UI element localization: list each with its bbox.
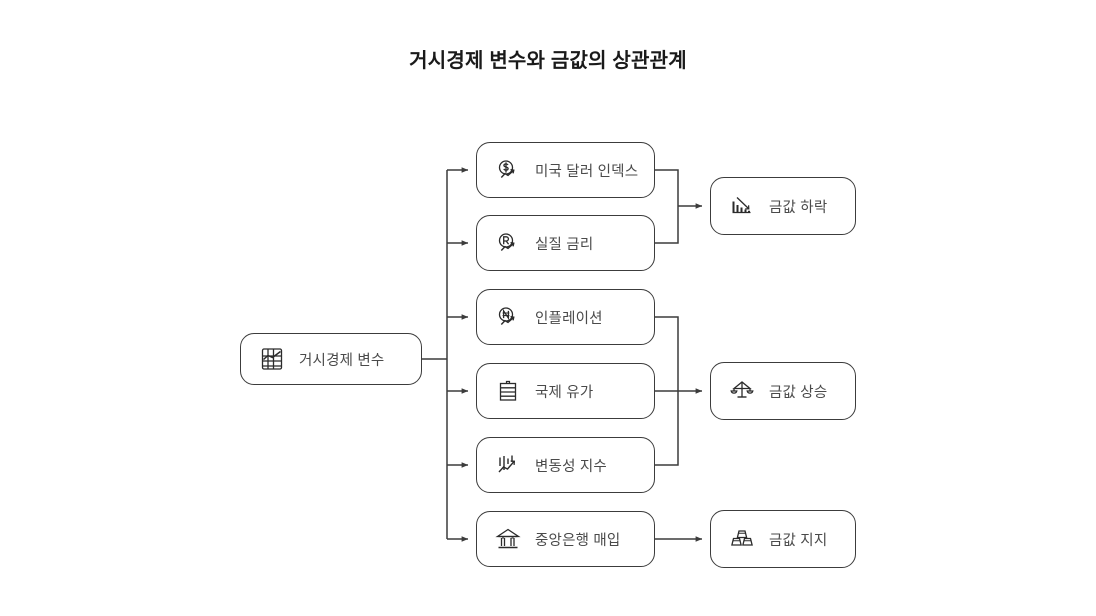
node-gold-price-down-label: 금값 하락: [769, 199, 828, 216]
gold-bars-icon: [727, 524, 757, 554]
volatility-chart-icon: [493, 450, 523, 480]
node-inflation[interactable]: 인플레이션: [476, 289, 655, 345]
node-oil-price[interactable]: 국제 유가: [476, 363, 655, 419]
node-root-label: 거시경제 변수: [299, 352, 385, 369]
page-title: 거시경제 변수와 금값의 상관관계: [409, 50, 687, 72]
node-inflation-label: 인플레이션: [535, 310, 603, 327]
node-central-bank-buying[interactable]: 중앙은행 매입: [476, 511, 655, 567]
edge-group-down: [655, 169, 679, 244]
node-real-rate[interactable]: 실질 금리: [476, 215, 655, 271]
node-gold-price-support[interactable]: 금값 지지: [710, 510, 856, 568]
rate-magnifier-arrow-icon: [493, 228, 523, 258]
node-real-rate-label: 실질 금리: [535, 236, 594, 253]
bar-chart-down-icon: [727, 191, 757, 221]
node-gold-price-up-label: 금값 상승: [769, 384, 828, 401]
node-gold-price-up[interactable]: 금값 상승: [710, 362, 856, 420]
oil-barrel-icon: [493, 376, 523, 406]
node-gold-price-support-label: 금값 지지: [769, 532, 828, 549]
bank-building-icon: [493, 524, 523, 554]
node-central-bank-buying-label: 중앙은행 매입: [535, 532, 621, 549]
node-root[interactable]: 거시경제 변수: [240, 333, 422, 385]
node-gold-price-down[interactable]: 금값 하락: [710, 177, 856, 235]
chart-grid-icon: [257, 344, 287, 374]
node-usd-index-label: 미국 달러 인덱스: [535, 163, 639, 180]
node-volatility-index[interactable]: 변동성 지수: [476, 437, 655, 493]
balance-scale-icon: [727, 376, 757, 406]
dollar-magnifier-arrow-icon: [493, 155, 523, 185]
inflation-magnifier-arrow-icon: [493, 302, 523, 332]
node-volatility-index-label: 변동성 지수: [535, 458, 607, 475]
node-usd-index[interactable]: 미국 달러 인덱스: [476, 142, 655, 198]
node-oil-price-label: 국제 유가: [535, 384, 594, 401]
